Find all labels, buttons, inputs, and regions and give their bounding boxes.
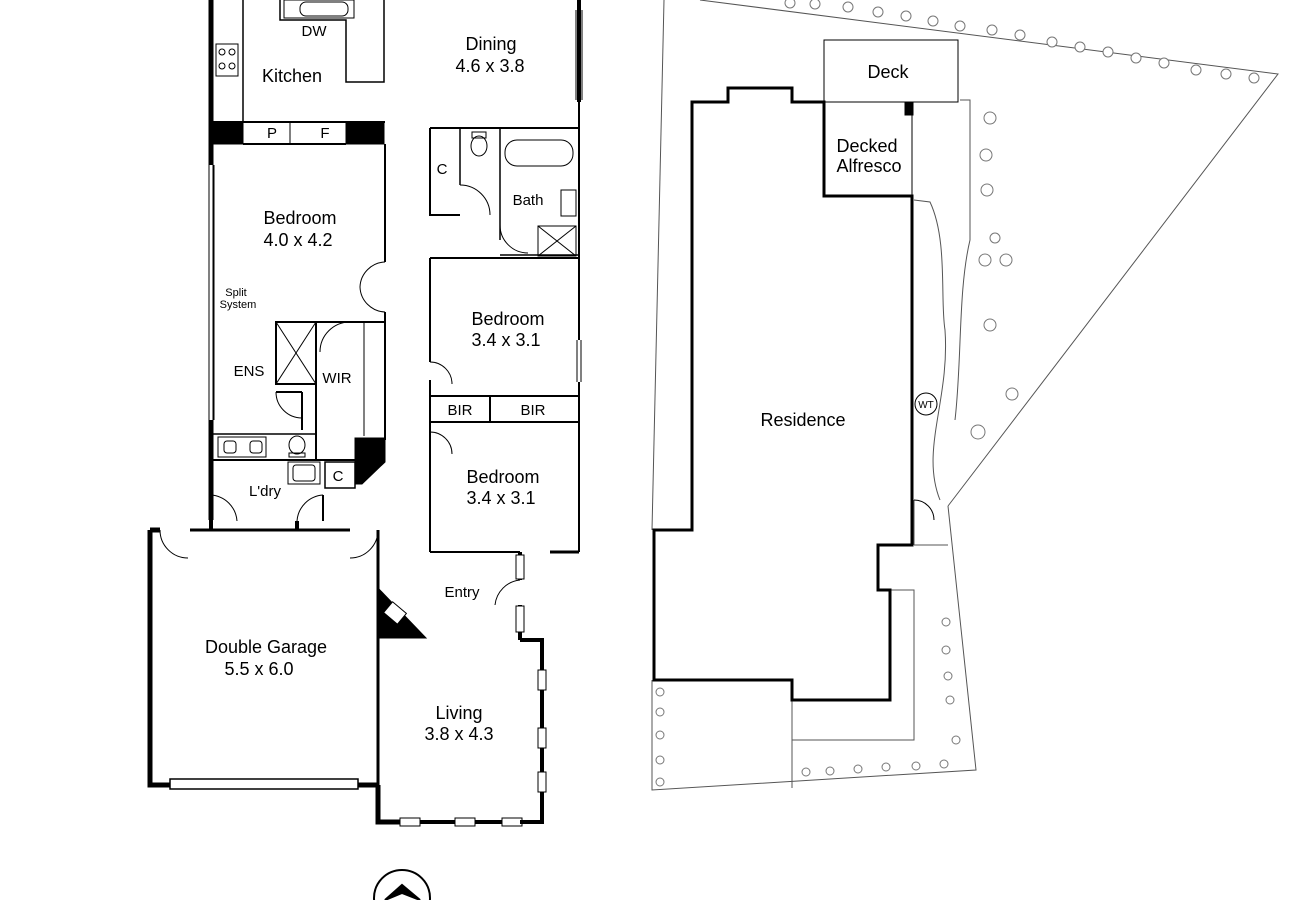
- bedroom3-size: 3.4 x 3.1: [466, 488, 535, 508]
- garden-shrubs: [655, 0, 1260, 787]
- side-door: [913, 499, 935, 521]
- bedroom2-label: Bedroom: [471, 309, 544, 329]
- garage-label: Double Garage: [205, 637, 327, 657]
- bedroom1-size: 4.0 x 4.2: [263, 230, 332, 250]
- water-tank-label: WT: [918, 400, 934, 411]
- bedroom3-label: Bedroom: [466, 467, 539, 487]
- bedroom2-size: 3.4 x 3.1: [471, 330, 540, 350]
- site-boundary: [651, 0, 1279, 791]
- dishwasher-label: DW: [302, 23, 328, 40]
- pantry-label: P: [267, 125, 277, 142]
- split-system-label-2: System: [220, 299, 257, 311]
- living-size: 3.8 x 4.3: [424, 724, 493, 744]
- deck-label: Deck: [867, 62, 909, 82]
- floor-plan-labels: DW Kitchen Dining 4.6 x 3.8 P F Bedroom …: [205, 23, 546, 744]
- residence-outline: [652, 86, 914, 702]
- fridge-label: F: [320, 125, 329, 142]
- residence-label: Residence: [760, 410, 845, 430]
- wir-label: WIR: [322, 370, 351, 387]
- alfresco-label-2: Alfresco: [836, 156, 901, 176]
- bedroom1-label: Bedroom: [263, 208, 336, 228]
- ensuite-label: ENS: [234, 363, 265, 380]
- dining-size: 4.6 x 3.8: [455, 56, 524, 76]
- closet2-label: C: [333, 468, 344, 485]
- house-walls: [147, 0, 583, 827]
- bir1-label: BIR: [447, 402, 472, 419]
- garage-size: 5.5 x 6.0: [224, 659, 293, 679]
- alfresco-label-1: Decked: [836, 136, 897, 156]
- north-compass-icon: [373, 869, 431, 900]
- site-plan-labels: Deck Decked Alfresco Residence: [760, 62, 909, 430]
- laundry-label: L'dry: [249, 483, 282, 500]
- water-tank-icon: WT: [914, 392, 938, 416]
- split-system-label-1: Split: [225, 287, 246, 299]
- closet1-label: C: [437, 161, 448, 178]
- entry-label: Entry: [444, 584, 480, 601]
- kitchen-label: Kitchen: [262, 66, 322, 86]
- bath-label: Bath: [513, 192, 544, 209]
- bir2-label: BIR: [520, 402, 545, 419]
- dining-label: Dining: [465, 34, 516, 54]
- living-label: Living: [435, 703, 482, 723]
